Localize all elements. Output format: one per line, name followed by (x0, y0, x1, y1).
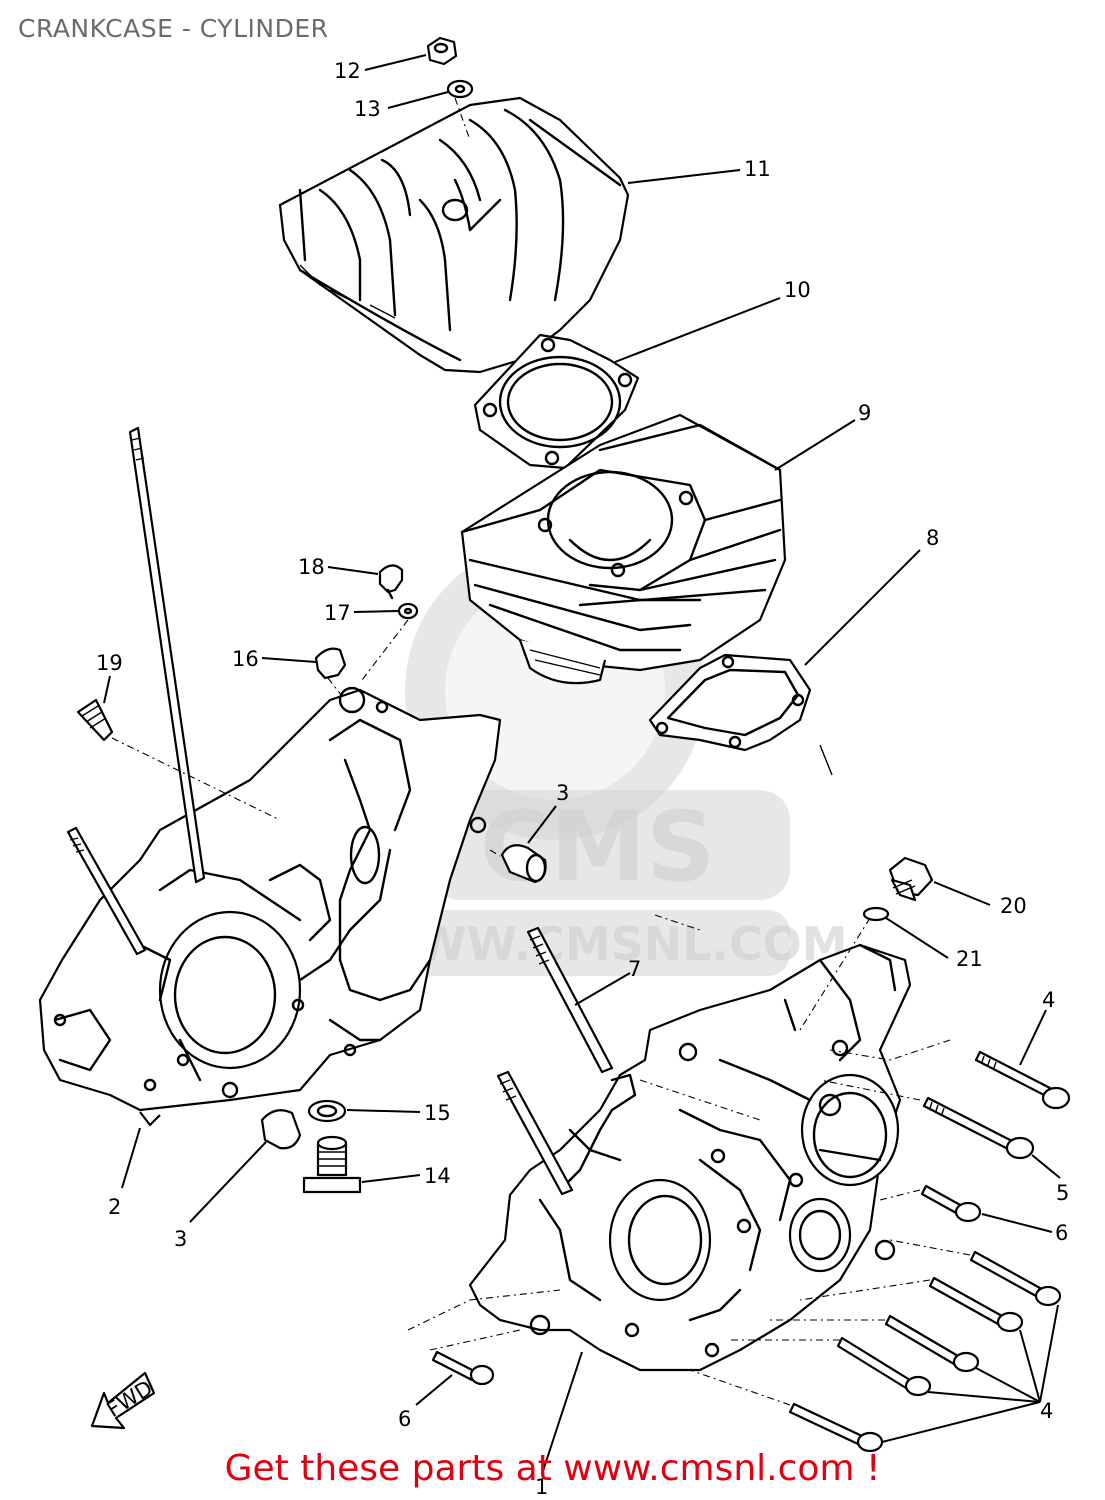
part-8-base-gasket[interactable] (648, 653, 833, 776)
callout-19: 19 (96, 651, 123, 675)
callout-9: 9 (858, 401, 871, 425)
part-3-dowel-upper[interactable] (500, 844, 547, 884)
callout-6-lower: 6 (398, 1407, 411, 1431)
part-9-cylinder[interactable] (460, 413, 787, 685)
part-13-washer[interactable] (446, 79, 474, 99)
callout-6-right: 6 (1055, 1221, 1068, 1245)
callout-4-top: 4 (1042, 988, 1055, 1012)
part-19-bolt[interactable] (76, 698, 114, 742)
part-6-bolt-right[interactable] (920, 1184, 982, 1223)
part-3-dowel-lower[interactable] (260, 1109, 302, 1150)
part-2-left-crankcase[interactable] (38, 426, 502, 1127)
part-4-bolt-group[interactable] (788, 1250, 1062, 1453)
callout-5: 5 (1056, 1181, 1069, 1205)
watermark-url: WWW.CMSNL.COM (365, 917, 848, 971)
fwd-arrow-icon: FWD (90, 1371, 157, 1430)
callout-21: 21 (956, 947, 983, 971)
callout-20: 20 (1000, 894, 1027, 918)
footer-link[interactable]: Get these parts at www.cmsnl.com ! (224, 1448, 881, 1489)
part-21-washer[interactable] (862, 906, 890, 922)
callout-18: 18 (298, 555, 325, 579)
leader-lines (103, 54, 1061, 1475)
part-15-washer[interactable] (307, 1099, 347, 1123)
callout-16: 16 (232, 647, 259, 671)
part-7-stud[interactable] (526, 926, 614, 1074)
part-20-bolt[interactable] (888, 856, 934, 902)
callout-12: 12 (334, 59, 361, 83)
callout-2: 2 (108, 1195, 121, 1219)
part-18-bolt[interactable] (378, 564, 404, 600)
part-1-right-crankcase[interactable] (468, 943, 912, 1372)
callout-13: 13 (354, 97, 381, 121)
callout-10: 10 (784, 278, 811, 302)
part-14-drain-plug[interactable] (302, 1135, 362, 1194)
callout-1: 1 (535, 1475, 548, 1499)
part-6-bolt-lower[interactable] (431, 1350, 495, 1386)
part-12-nut[interactable] (426, 36, 458, 66)
callout-8: 8 (926, 526, 939, 550)
callout-7: 7 (628, 957, 641, 981)
part-16-plug[interactable] (314, 647, 347, 680)
part-17-washer[interactable] (397, 602, 419, 620)
part-11-cylinder-head[interactable] (278, 96, 630, 374)
callout-labels: 12 13 11 10 9 8 18 17 16 19 3 20 21 7 4 … (96, 59, 1069, 1499)
alignment-lines (111, 97, 971, 1406)
part-10-head-gasket[interactable] (473, 333, 640, 470)
callout-14: 14 (424, 1164, 451, 1188)
callout-4-group: 4 (1040, 1399, 1053, 1423)
callout-11: 11 (744, 157, 771, 181)
part-4-bolt-top[interactable] (974, 1050, 1071, 1110)
callout-15: 15 (424, 1101, 451, 1125)
page-title: CRANKCASE - CYLINDER (18, 14, 329, 43)
callout-17: 17 (324, 601, 351, 625)
callout-3-lower: 3 (174, 1227, 187, 1251)
callout-3-upper: 3 (556, 781, 569, 805)
part-5-bolt[interactable] (922, 1096, 1035, 1160)
